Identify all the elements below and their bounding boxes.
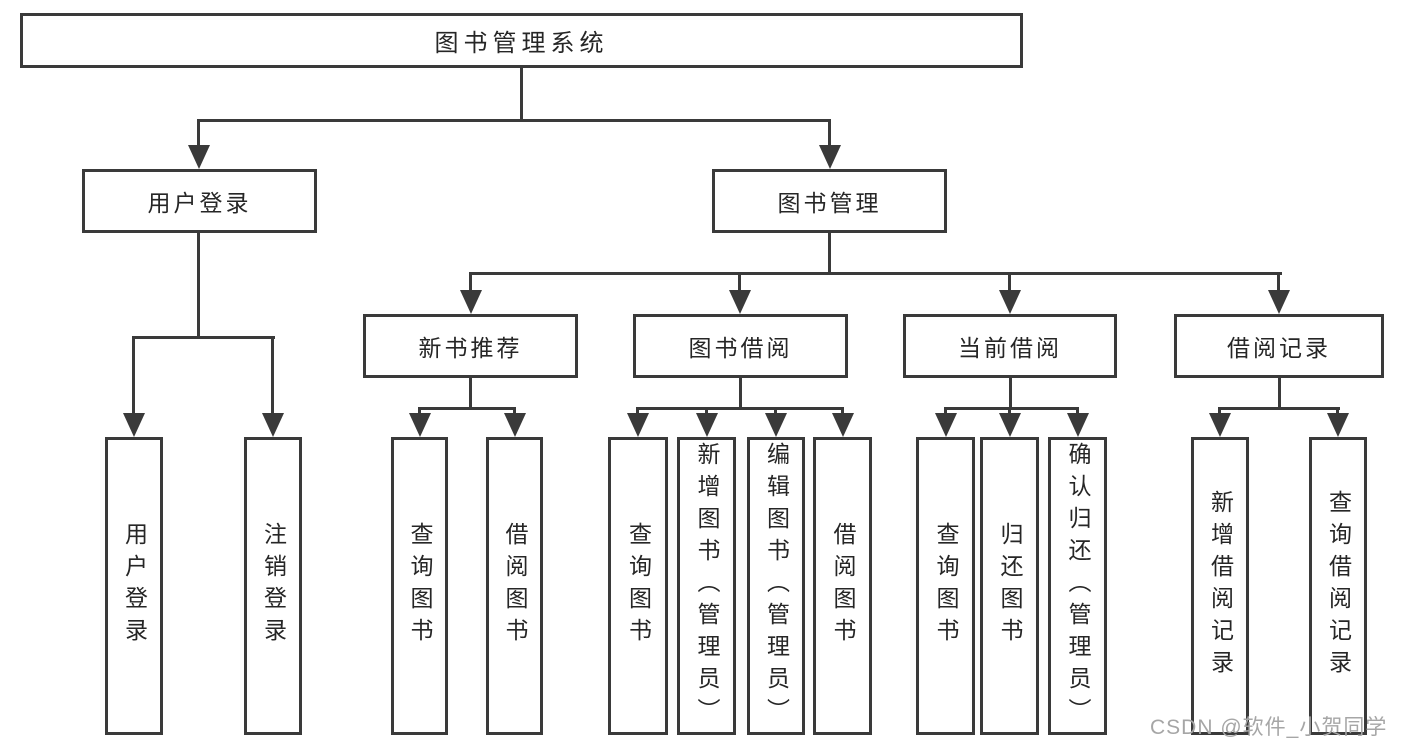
node-label: 借阅记录 — [1227, 335, 1331, 361]
connector-line — [469, 376, 472, 410]
leaf-return-book: 归还图书 — [980, 437, 1039, 735]
connector-arrow — [418, 407, 421, 413]
leaf-user-login: 用户登录 — [105, 437, 163, 735]
connector-arrow — [738, 272, 741, 290]
node-library-management-system: 图书管理系统 — [20, 13, 1023, 68]
connector-arrow — [271, 336, 274, 413]
node-current-borrowing: 当前借阅 — [903, 314, 1117, 378]
node-new-book-recommendation: 新书推荐 — [363, 314, 578, 378]
connector-arrow — [636, 407, 639, 413]
connector-line — [469, 272, 1282, 275]
connector-arrow — [197, 119, 200, 145]
connector-arrow — [469, 272, 472, 290]
connector-line — [520, 66, 523, 121]
connector-line — [197, 231, 200, 338]
leaf-label: 用户登录 — [121, 522, 148, 650]
node-label: 当前借阅 — [958, 335, 1062, 361]
leaf-query-borrow-record: 查询借阅记录 — [1309, 437, 1367, 735]
node-user-login: 用户登录 — [82, 169, 317, 233]
connector-arrow — [1277, 272, 1280, 290]
leaf-label: 确认归还（管理员） — [1065, 442, 1091, 730]
node-borrowing-records: 借阅记录 — [1174, 314, 1384, 378]
leaf-edit-book-admin: 编辑图书（管理员） — [747, 437, 805, 735]
leaf-label: 借阅图书 — [502, 522, 528, 650]
leaf-borrow-book: 借阅图书 — [813, 437, 872, 735]
leaf-label: 查询图书 — [625, 522, 652, 650]
node-book-borrowing: 图书借阅 — [633, 314, 848, 378]
connector-line — [418, 407, 516, 410]
connector-line — [828, 231, 831, 274]
node-label: 新书推荐 — [418, 335, 523, 361]
connector-arrow — [513, 407, 516, 413]
leaf-add-borrow-record: 新增借阅记录 — [1191, 437, 1249, 735]
leaf-label: 注销登录 — [260, 522, 287, 650]
connector-arrow — [1008, 272, 1011, 290]
leaf-label: 新增借阅记录 — [1207, 490, 1234, 682]
connector-arrow — [828, 119, 831, 145]
connector-arrow — [1008, 407, 1011, 413]
leaf-label: 归还图书 — [997, 522, 1023, 650]
node-label: 用户登录 — [147, 190, 252, 216]
leaf-logout: 注销登录 — [244, 437, 302, 735]
leaf-label: 查询图书 — [933, 522, 959, 650]
connector-line — [739, 376, 742, 410]
connector-line — [1218, 407, 1340, 410]
leaf-query-book-current: 查询图书 — [916, 437, 975, 735]
connector-arrow — [944, 407, 947, 413]
connector-arrow — [1218, 407, 1221, 413]
leaf-query-book-borrow: 查询图书 — [608, 437, 668, 735]
leaf-borrow-book-recommend: 借阅图书 — [486, 437, 543, 735]
leaf-label: 借阅图书 — [830, 522, 856, 650]
connector-line — [1009, 376, 1012, 410]
leaf-label: 编辑图书（管理员） — [763, 442, 790, 730]
leaf-label: 查询借阅记录 — [1325, 490, 1352, 682]
connector-arrow — [705, 407, 708, 413]
node-label: 图书管理 — [777, 190, 882, 216]
connector-line — [944, 407, 1079, 410]
leaf-confirm-return-admin: 确认归还（管理员） — [1048, 437, 1107, 735]
node-label: 图书管理系统 — [434, 30, 609, 57]
leaf-label: 查询图书 — [407, 522, 433, 650]
node-label: 图书借阅 — [688, 335, 793, 361]
csdn-watermark: CSDN @软件_小贺同学 — [1150, 716, 1388, 739]
connector-line — [132, 336, 275, 339]
leaf-label: 新增图书（管理员） — [694, 442, 720, 730]
connector-arrow — [1336, 407, 1339, 413]
connector-arrow — [841, 407, 844, 413]
connector-line — [197, 119, 831, 122]
leaf-query-book-recommend: 查询图书 — [391, 437, 448, 735]
connector-arrow — [1076, 407, 1079, 413]
leaf-add-book-admin: 新增图书（管理员） — [677, 437, 736, 735]
connector-arrow — [132, 336, 135, 413]
connector-arrow — [774, 407, 777, 413]
node-book-management: 图书管理 — [712, 169, 947, 233]
connector-line — [1278, 376, 1281, 410]
connector-line — [636, 407, 844, 410]
